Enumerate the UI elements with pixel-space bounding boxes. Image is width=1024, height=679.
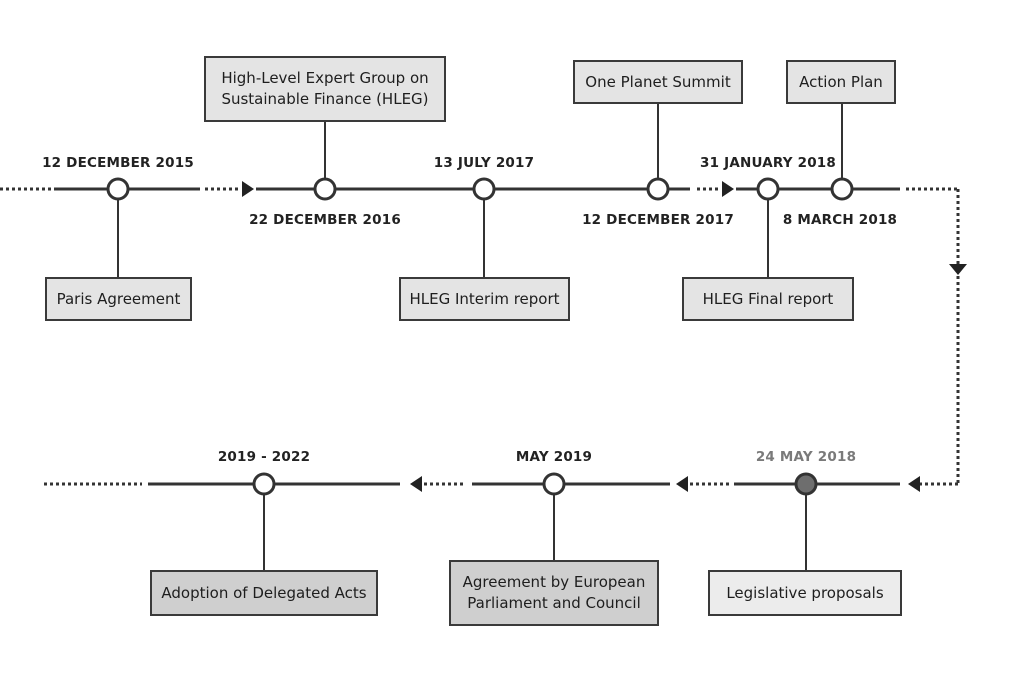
delegated-box: Adoption of Delegated Acts (150, 570, 378, 616)
milestone-may-2018 (794, 472, 818, 496)
date-may-2019: MAY 2019 (515, 449, 593, 465)
final-box-label: HLEG Final report (702, 289, 834, 308)
agreement-box-line1: Agreement by European (462, 573, 646, 591)
paris-box: Paris Agreement (45, 277, 192, 321)
delegated-box-label: Adoption of Delegated Acts (161, 583, 367, 602)
final-box: HLEG Final report (682, 277, 854, 321)
date-jan-2018: 31 JANUARY 2018 (700, 155, 836, 171)
milestone-jul-2017 (472, 177, 496, 201)
date-may-2018: 24 MAY 2018 (755, 449, 857, 465)
milestone-dec-2015 (106, 177, 130, 201)
hleg-box-line2: Sustainable Finance (HLEG) (221, 90, 429, 108)
paris-box-label: Paris Agreement (56, 289, 181, 308)
agreement-box-line2: Parliament and Council (467, 594, 641, 612)
arrow-left-icon (676, 476, 688, 492)
legislative-box: Legislative proposals (708, 570, 902, 616)
interim-box: HLEG Interim report (399, 277, 570, 321)
hleg-box: High-Level Expert Group on Sustainable F… (204, 56, 446, 122)
milestone-mar-2018 (830, 177, 854, 201)
milestone-may-2019 (542, 472, 566, 496)
date-2019-2022: 2019 - 2022 (217, 449, 311, 465)
arrow-left-icon (410, 476, 422, 492)
date-dec-2017: 12 DECEMBER 2017 (582, 212, 734, 228)
action-plan-box: Action Plan (786, 60, 896, 104)
arrow-left-icon (908, 476, 920, 492)
arrow-right-icon (242, 181, 254, 197)
summit-box-label: One Planet Summit (585, 72, 731, 91)
milestone-dec-2017 (646, 177, 670, 201)
milestone-dec-2016 (313, 177, 337, 201)
milestone-jan-2018 (756, 177, 780, 201)
legislative-box-label: Legislative proposals (726, 583, 884, 602)
summit-box: One Planet Summit (573, 60, 743, 104)
arrow-down-icon (949, 264, 967, 275)
date-dec-2015: 12 DECEMBER 2015 (42, 155, 194, 171)
interim-box-label: HLEG Interim report (409, 289, 560, 308)
hleg-box-line1: High-Level Expert Group on (221, 69, 429, 87)
milestone-2019-2022 (252, 472, 276, 496)
date-jul-2017: 13 JULY 2017 (433, 155, 535, 171)
arrow-right-icon (722, 181, 734, 197)
agreement-box: Agreement by European Parliament and Cou… (449, 560, 659, 626)
date-dec-2016: 22 DECEMBER 2016 (249, 212, 401, 228)
action-plan-label: Action Plan (799, 72, 883, 91)
date-mar-2018: 8 MARCH 2018 (782, 212, 898, 228)
